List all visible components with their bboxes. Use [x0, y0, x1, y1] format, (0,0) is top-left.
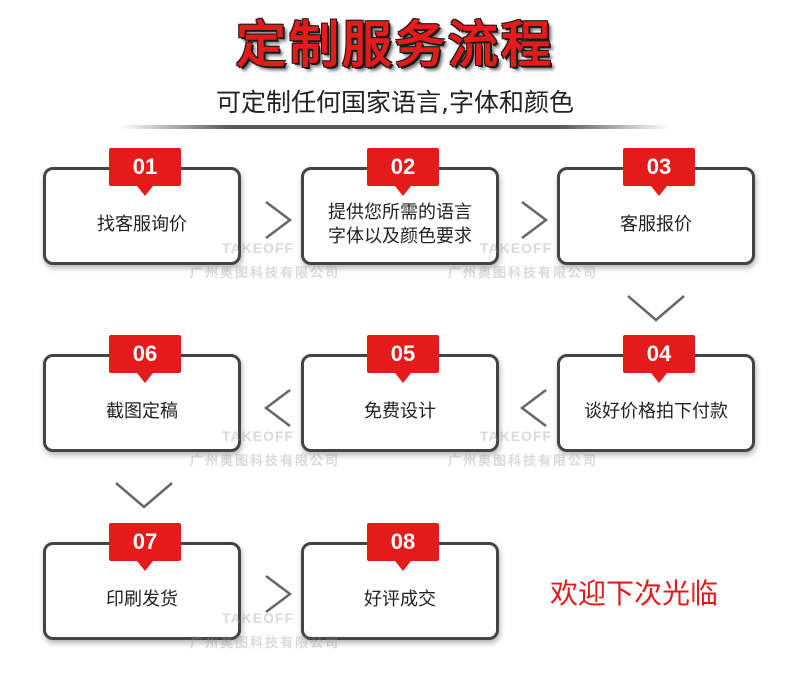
chevron-right-icon: [521, 201, 549, 239]
step-box-07: 07 印刷发货: [43, 523, 241, 640]
step-number-badge: 03: [623, 148, 695, 196]
step-box-08: 08 好评成交: [301, 523, 499, 640]
chevron-left-icon: [519, 389, 547, 427]
step-box-03: 03 客服报价: [557, 148, 755, 265]
step-box-04: 04 谈好价格拍下付款: [557, 335, 755, 452]
page-subtitle: 可定制任何国家语言,字体和颜色: [216, 88, 574, 117]
step-box-06: 06 截图定稿: [43, 335, 241, 452]
step-box-02: 02 提供您所需的语言 字体以及颜色要求: [301, 148, 499, 265]
welcome-text: 欢迎下次光临: [550, 577, 719, 610]
page-title: 定制服务流程: [236, 16, 554, 74]
step-number-badge: 05: [367, 335, 439, 383]
chevron-down-icon: [627, 295, 685, 322]
step-label: 提供您所需的语言 字体以及颜色要求: [328, 202, 472, 247]
step-number-badge: 07: [109, 523, 181, 571]
step-number-badge: 01: [109, 148, 181, 196]
step-label: 免费设计: [364, 401, 436, 422]
title-divider: [120, 125, 670, 129]
chevron-left-icon: [263, 389, 291, 427]
step-label: 好评成交: [364, 589, 436, 610]
step-box-05: 05 免费设计: [301, 335, 499, 452]
chevron-right-icon: [265, 575, 293, 613]
step-number-badge: 02: [367, 148, 439, 196]
step-box-01: 01 找客服询价: [43, 148, 241, 265]
step-number-badge: 04: [623, 335, 695, 383]
watermark-company: 广州奥图科技有限公司: [190, 453, 341, 468]
step-number-badge: 08: [367, 523, 439, 571]
chevron-right-icon: [265, 201, 293, 239]
chevron-down-icon: [115, 482, 173, 509]
step-label: 找客服询价: [97, 214, 187, 235]
step-label: 客服报价: [620, 214, 692, 235]
step-label: 印刷发货: [106, 589, 178, 610]
step-label: 谈好价格拍下付款: [584, 401, 728, 422]
watermark-company: 广州奥图科技有限公司: [448, 453, 599, 468]
step-label: 截图定稿: [106, 401, 178, 422]
step-number-badge: 06: [109, 335, 181, 383]
